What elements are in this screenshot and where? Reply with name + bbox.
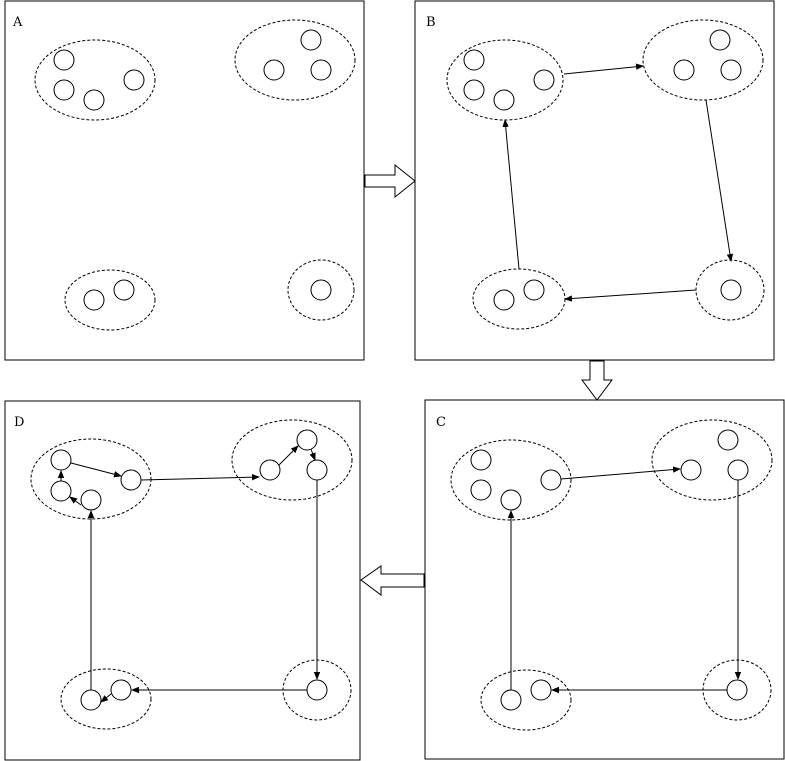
node: [80, 489, 102, 511]
edge: [502, 119, 520, 270]
node: [110, 679, 132, 701]
node: [296, 429, 318, 451]
node: [263, 59, 285, 81]
node: [470, 479, 492, 501]
node: [680, 459, 702, 481]
node: [500, 489, 522, 511]
node: [500, 689, 522, 711]
node: [306, 679, 328, 701]
cluster-bottom-left: [480, 669, 572, 731]
edge: [100, 693, 112, 703]
node: [493, 289, 515, 311]
edge: [564, 289, 697, 302]
cluster-top-left: [446, 39, 564, 121]
edge: [563, 63, 644, 75]
node: [120, 469, 142, 491]
node: [673, 59, 695, 81]
cluster-bottom-left: [472, 268, 566, 330]
node: [83, 289, 105, 311]
node: [306, 459, 328, 481]
node: [53, 49, 75, 71]
cluster-top-left: [30, 438, 152, 520]
panel-b-frame: [414, 0, 775, 361]
cluster-top-left: [34, 39, 156, 121]
node: [83, 89, 105, 111]
cluster-bottom-left: [60, 668, 152, 730]
node: [720, 59, 742, 81]
node: [470, 449, 492, 471]
node: [310, 279, 332, 301]
cluster-bottom-right: [287, 259, 355, 321]
panel-c-label: C: [436, 415, 446, 430]
transition-arrow-c-to-d: [360, 565, 425, 596]
cluster-bottom-left: [64, 269, 156, 331]
panel-d-label: D: [14, 415, 24, 430]
panel-b: B: [414, 0, 775, 361]
panel-d: D: [4, 400, 361, 761]
cluster-bottom-right: [695, 259, 765, 321]
node: [709, 29, 731, 51]
node: [123, 69, 145, 91]
cluster-top-right: [651, 419, 773, 501]
edge: [309, 448, 316, 461]
node: [300, 29, 322, 51]
node: [720, 279, 742, 301]
panel-c-frame: [424, 399, 785, 760]
panel-a-label: A: [12, 15, 23, 30]
node: [80, 689, 102, 711]
node: [530, 679, 552, 701]
edge: [560, 466, 681, 480]
edge: [70, 462, 122, 478]
panel-a: A: [4, 0, 365, 361]
cluster-top-right: [234, 19, 356, 101]
transition-arrow-a-to-b: [364, 163, 416, 199]
panel-c: C: [424, 399, 785, 760]
cluster-top-left: [450, 439, 572, 521]
edge: [278, 445, 299, 466]
node: [53, 79, 75, 101]
node: [717, 429, 739, 451]
node: [533, 69, 555, 91]
node: [113, 279, 135, 301]
edge: [140, 473, 260, 481]
edge: [705, 99, 734, 262]
node: [259, 459, 281, 481]
node: [463, 79, 485, 101]
panel-b-label: B: [426, 15, 436, 30]
node: [726, 679, 748, 701]
node: [727, 459, 749, 481]
cluster-top-right: [642, 19, 764, 101]
cluster-top-right: [231, 419, 353, 501]
panel-d-frame: [4, 400, 361, 761]
node: [493, 89, 515, 111]
panel-a-frame: [4, 0, 365, 361]
edge: [69, 496, 82, 506]
node: [310, 59, 332, 81]
node: [50, 480, 72, 502]
transition-arrow-b-to-c: [581, 360, 613, 401]
node: [540, 469, 562, 491]
node: [523, 279, 545, 301]
node: [463, 49, 485, 71]
node: [50, 449, 72, 471]
